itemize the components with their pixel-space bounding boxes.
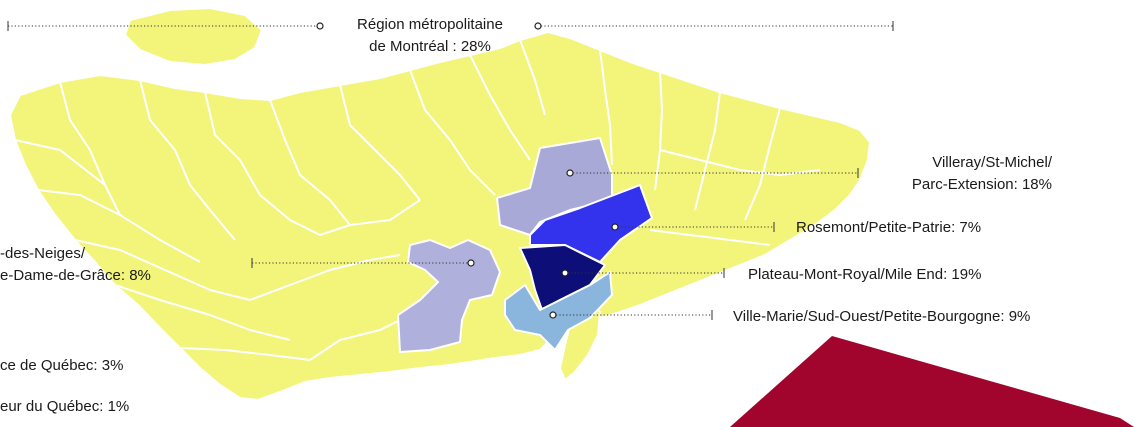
label-cdn-ndg: -des-Neiges/ e-Dame-de-Grâce: 8% xyxy=(0,243,151,287)
region-rosemont[interactable] xyxy=(529,184,653,263)
label-villeray-line1: Villeray/St-Michel/ xyxy=(932,154,1052,171)
region-ville-marie[interactable] xyxy=(504,271,613,351)
label-villeray-line2: Parc-Extension: 18% xyxy=(911,176,1052,193)
label-ville-marie: Ville-Marie/Sud-Ouest/Petite-Bourgogne: … xyxy=(733,308,1031,325)
label-metro-line1: Région métropolitaine xyxy=(357,16,503,33)
label-rosemont: Rosemont/Petite-Patrie: 7% xyxy=(796,219,982,236)
label-outside-quebec: eur du Québec: 1% xyxy=(0,398,130,415)
label-plateau: Plateau-Mont-Royal/Mile End: 19% xyxy=(748,266,982,283)
region-villeray[interactable] xyxy=(496,137,613,236)
island-north-blob xyxy=(124,7,263,66)
label-metro: Région métropolitaine de Montréal : 28% xyxy=(330,14,530,58)
island-montreal xyxy=(9,31,871,401)
label-province: ce de Québec: 3% xyxy=(0,357,124,374)
label-villeray: Villeray/St-Michel/ Parc-Extension: 18% xyxy=(860,152,1052,196)
accent-banner xyxy=(730,336,1134,427)
label-metro-line2: de Montréal : 28% xyxy=(369,38,491,55)
municipal-boundaries xyxy=(14,39,821,361)
label-cdn-line1: -des-Neiges/ xyxy=(0,245,86,262)
label-cdn-line2: e-Dame-de-Grâce: 8% xyxy=(0,267,151,284)
leader-lines xyxy=(7,21,894,320)
region-cdn-ndg[interactable] xyxy=(397,239,501,353)
